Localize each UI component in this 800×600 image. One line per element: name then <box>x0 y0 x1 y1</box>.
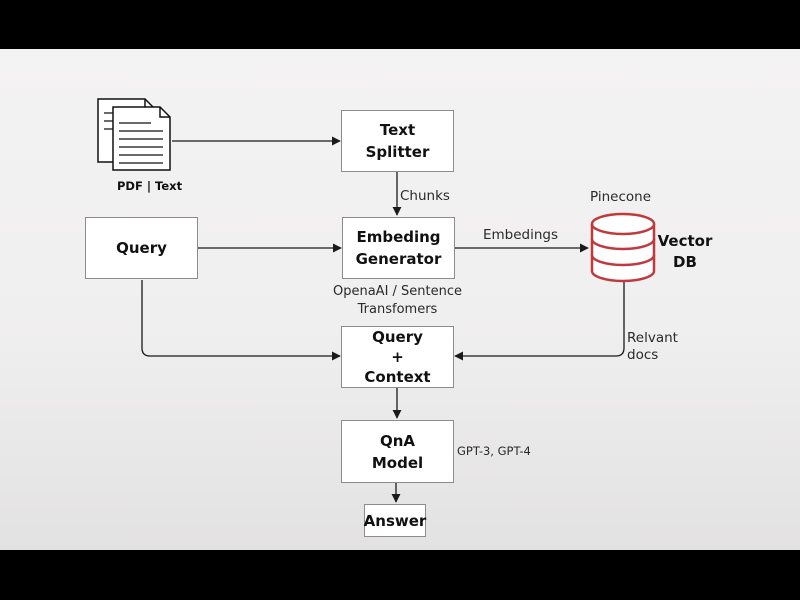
input-label: PDF | Text <box>117 179 183 193</box>
embedding-models-note: OpenaAI / Sentence Transfomers <box>332 284 463 317</box>
text-splitter-label: Text Splitter <box>365 121 430 161</box>
text-splitter-box: Text Splitter <box>341 110 454 172</box>
connector-layer <box>97 98 656 503</box>
embedding-generator-label: Embeding Generator <box>355 228 442 268</box>
edge-db-to-context <box>454 281 625 361</box>
query-label: Query <box>116 239 167 257</box>
query-context-line-3: Context <box>364 368 431 386</box>
db-name-label: Vector DB <box>657 232 713 271</box>
qna-model-box: QnA Model <box>341 420 454 483</box>
query-context-line-2: + <box>391 348 404 366</box>
embedding-generator-box: Embeding Generator <box>342 217 455 279</box>
pipeline-diagram: PDF | Text Text Splitter Query Embeding … <box>0 49 800 550</box>
qna-model-label: QnA Model <box>371 431 424 472</box>
edge-query-to-context <box>141 280 341 361</box>
edge-label-embeddings: Embedings <box>483 227 559 243</box>
edge-label-relevant-docs: Relvant docs <box>627 330 678 363</box>
answer-label: Answer <box>363 511 427 530</box>
answer-box: Answer <box>364 504 426 537</box>
db-provider-label: Pinecone <box>590 189 652 205</box>
query-context-box: Query + Context <box>341 326 454 388</box>
edge-label-chunks: Chunks <box>400 188 450 204</box>
llm-models-note: GPT-3, GPT-4 <box>457 444 531 458</box>
database-icon <box>590 212 656 283</box>
document-icon <box>97 98 171 171</box>
query-box: Query <box>85 217 198 279</box>
query-context-line-1: Query <box>372 328 423 346</box>
